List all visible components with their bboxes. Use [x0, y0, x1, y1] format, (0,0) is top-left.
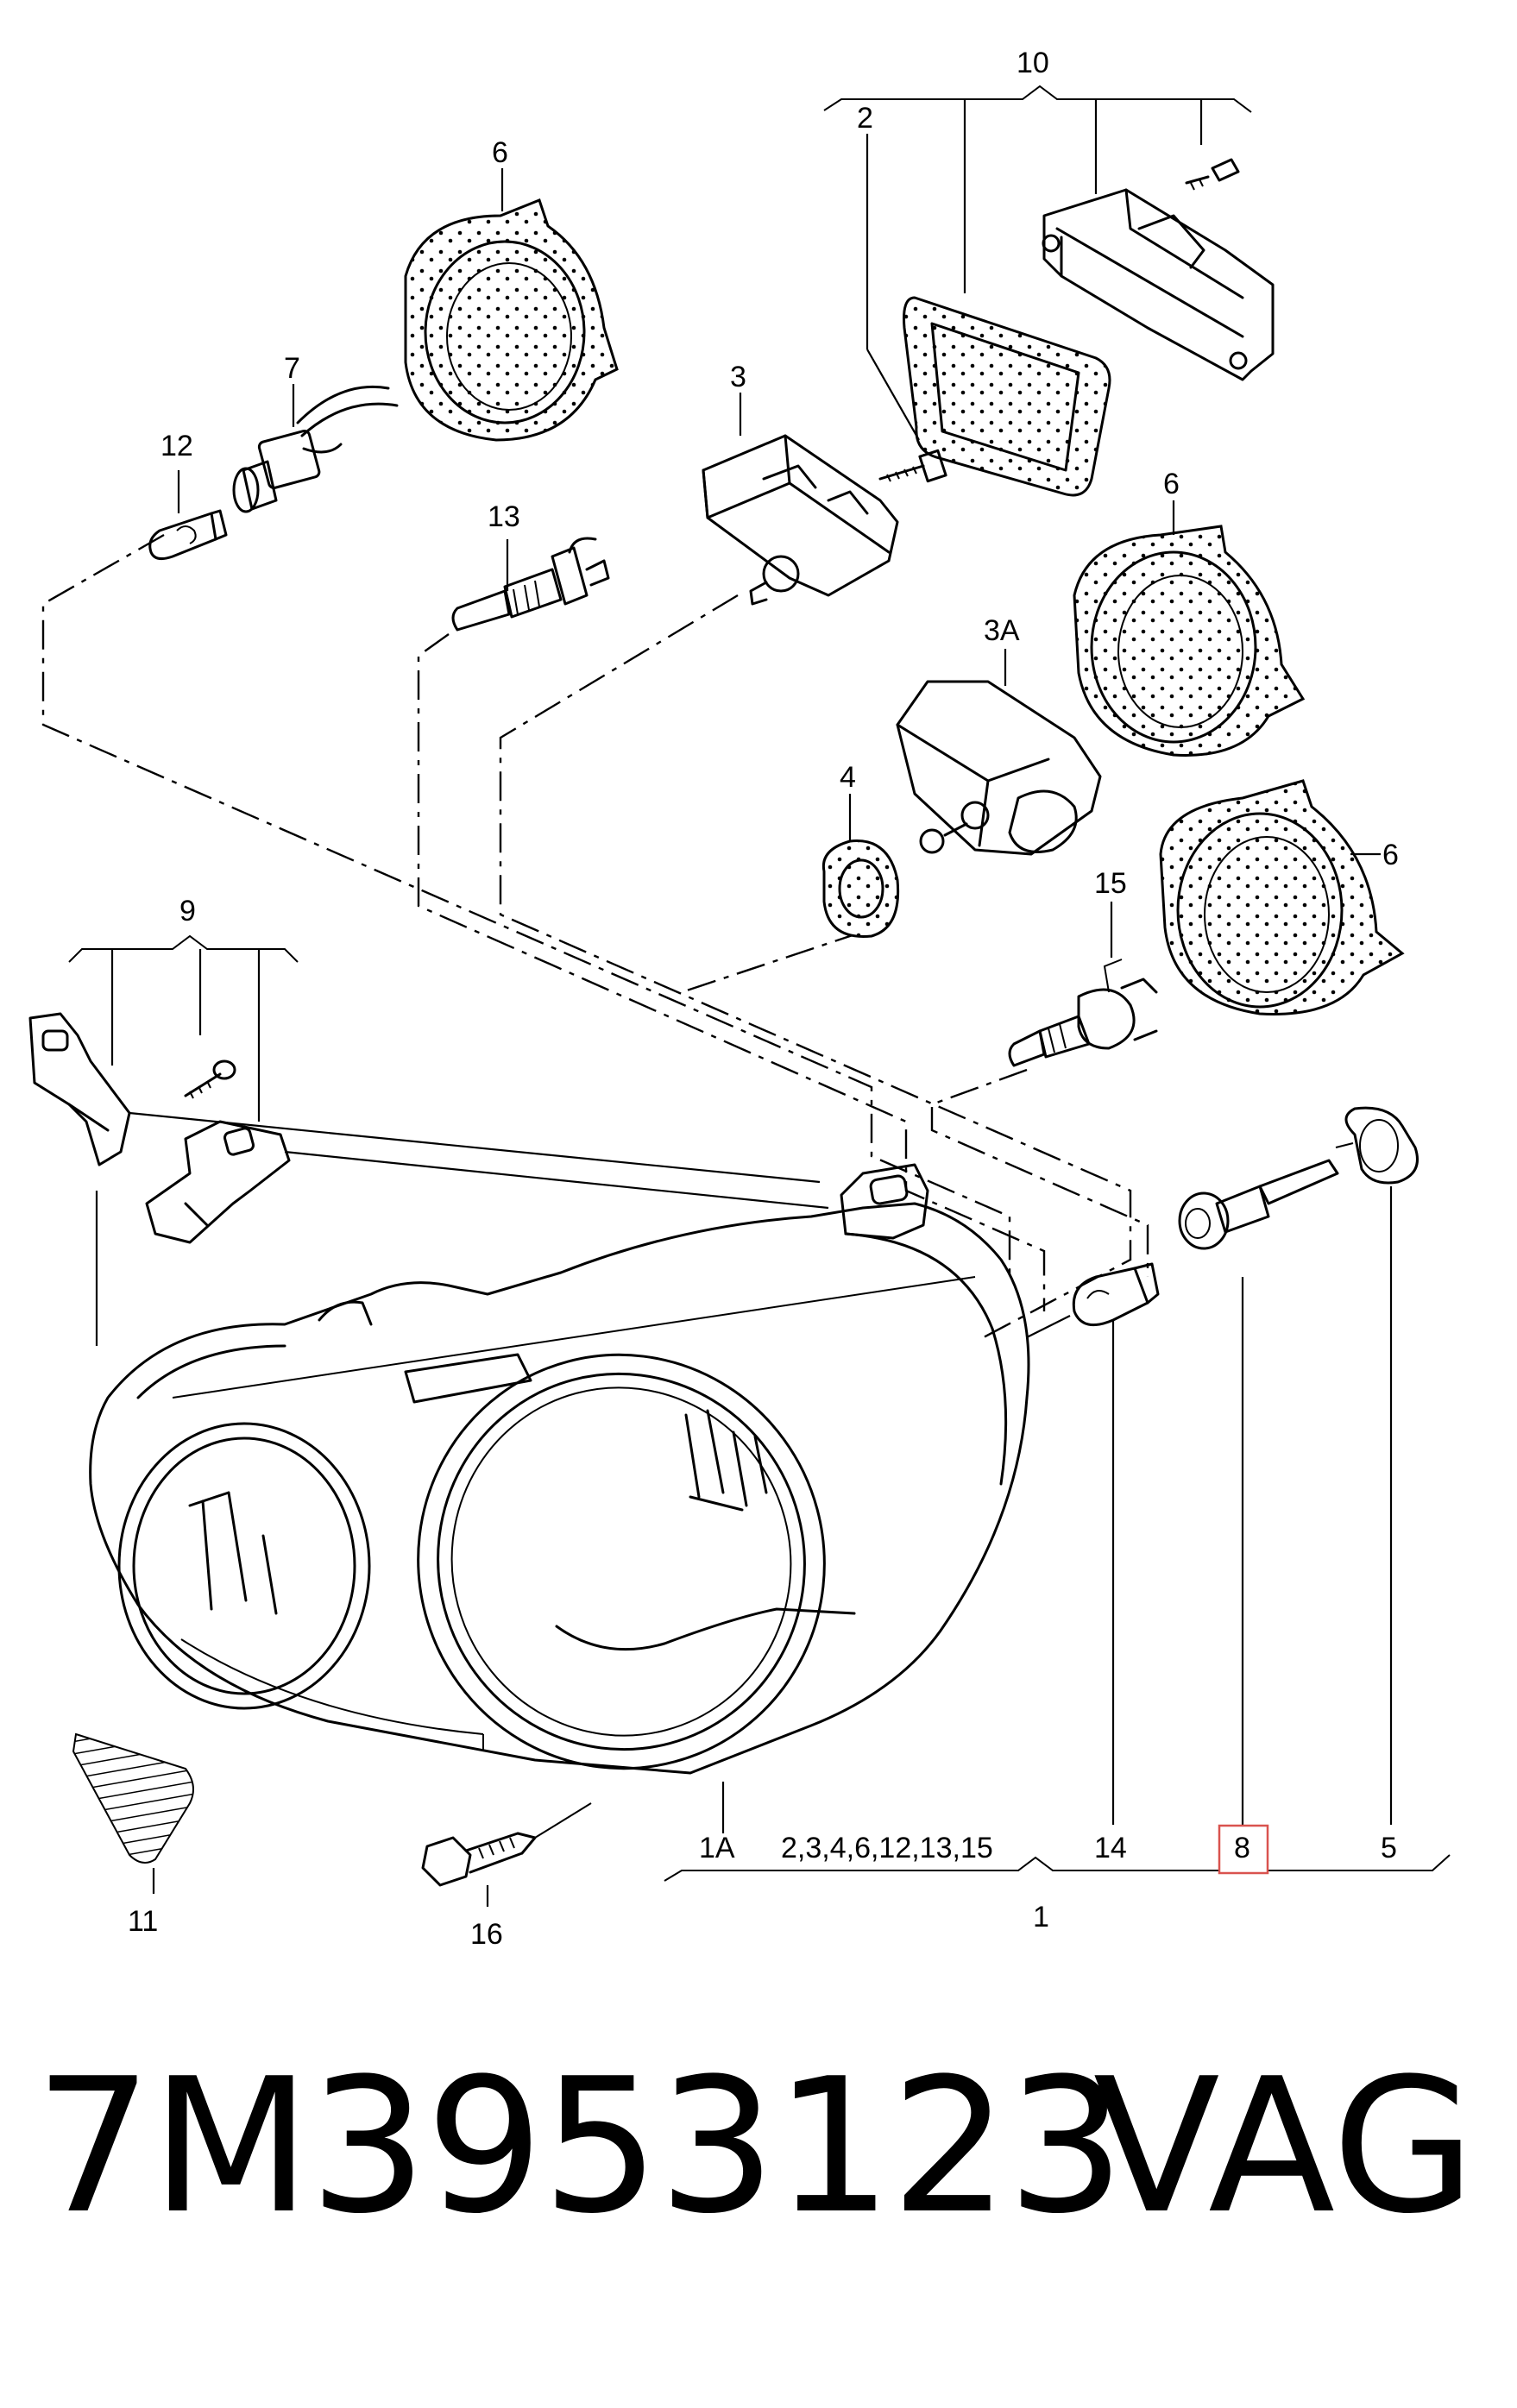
callout-10: 10 [1017, 47, 1049, 79]
bulb-holder-part-8 [1178, 1159, 1339, 1250]
callout-5: 5 [1381, 1832, 1397, 1864]
dust-ring-part-6-middle [1073, 525, 1306, 757]
callout-16: 16 [470, 1918, 503, 1951]
assembly-dash-lines [41, 533, 1149, 1339]
trim-part-11 [72, 1732, 194, 1864]
gasket-part-2 [903, 296, 1111, 497]
callout-13: 13 [488, 500, 520, 533]
bulb-part-12 [148, 509, 228, 561]
screw-part-16 [421, 1802, 592, 1887]
bulb-part-14 [1072, 1262, 1160, 1327]
headlight-cover-part-10 [1042, 158, 1275, 381]
callout-2: 2 [857, 102, 873, 135]
callout-1-bracket [664, 1782, 1451, 1882]
callout-3A: 3A [984, 614, 1020, 647]
screw-part-9 [184, 1059, 236, 1099]
screw-part-2 [878, 449, 947, 483]
callout-4: 4 [840, 761, 856, 794]
callout-14: 14 [1094, 1832, 1127, 1864]
callout-1: 1 [1033, 1901, 1049, 1933]
callout-1A: 1A [699, 1832, 735, 1864]
headlight-housing-part-1A [89, 1163, 1030, 1775]
callout-8-highlight [1218, 1824, 1269, 1875]
mounting-bracket-part-9-left [28, 1012, 131, 1166]
bulb-socket-part-5 [1335, 1106, 1419, 1185]
callout-7: 7 [284, 352, 300, 385]
housing-leaders [95, 1111, 829, 1346]
callout-15: 15 [1094, 867, 1127, 900]
range-control-motor-part-3 [702, 434, 899, 606]
dust-ring-part-6-top [404, 198, 619, 442]
range-control-motor-part-3A [896, 680, 1102, 856]
callout-8: 8 [1234, 1832, 1250, 1864]
callout-9: 9 [179, 895, 196, 927]
mounting-bracket-part-9-right [145, 1120, 291, 1244]
part-number-footer: 7M3953123 VAG [0, 2053, 1517, 2312]
callout-10-bracket [823, 85, 1252, 293]
bulb-holder-part-7 [232, 385, 399, 513]
callout-3: 3 [730, 361, 746, 393]
part-number: 7M3953123 [35, 2038, 1125, 2254]
callout-6-top: 6 [492, 136, 508, 169]
brand-name: VAG [1092, 2038, 1476, 2254]
callout-9-bracket [68, 934, 299, 1122]
callout-group: 2,3,4,6,12,13,15 [781, 1832, 993, 1864]
callout-6-middle: 6 [1163, 468, 1180, 500]
bulb-part-15 [1008, 959, 1158, 1067]
dust-ring-part-6-lower [1159, 779, 1405, 1015]
callout-6-lower: 6 [1382, 839, 1399, 871]
callout-12: 12 [161, 430, 193, 462]
bulb-part-13 [451, 537, 610, 632]
callout-11: 11 [128, 1905, 158, 1938]
seal-ring-part-4 [821, 839, 900, 938]
